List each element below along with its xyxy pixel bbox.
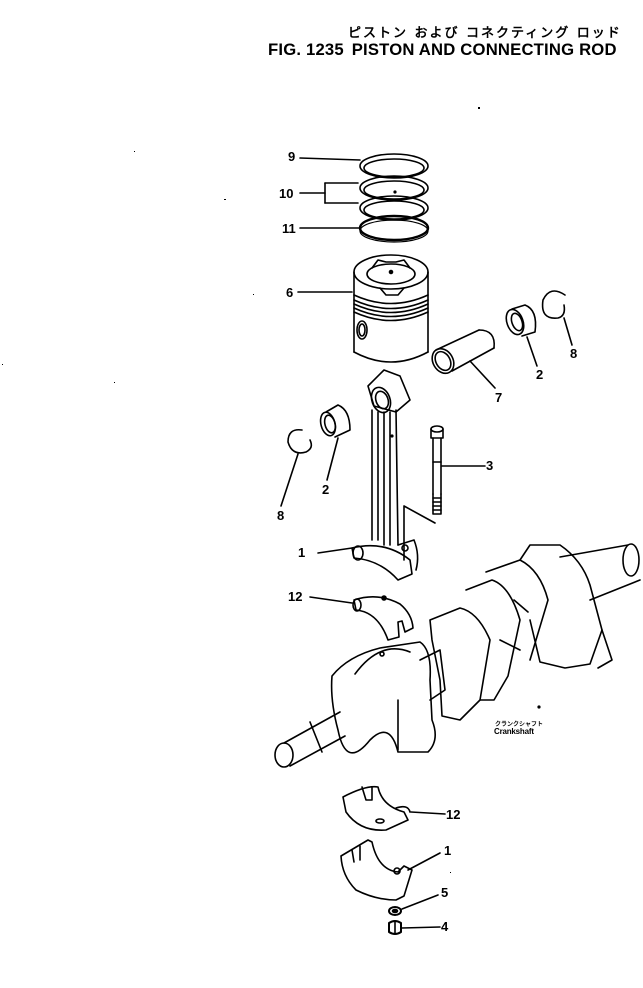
connecting-rod-cap-icon bbox=[340, 839, 413, 901]
nut-icon bbox=[388, 920, 402, 935]
bearing-lower-icon bbox=[342, 785, 411, 831]
figure-number: FIG. 1235 bbox=[268, 40, 344, 59]
callout-12-upper: 12 bbox=[288, 589, 303, 604]
piston-icon bbox=[353, 254, 429, 363]
callout-11: 11 bbox=[282, 221, 296, 236]
callout-5: 5 bbox=[441, 885, 449, 900]
callout-12-lower: 12 bbox=[446, 807, 461, 822]
callout-4: 4 bbox=[441, 919, 449, 934]
bearing-upper-icon bbox=[352, 595, 414, 641]
snap-ring-right-icon bbox=[541, 290, 566, 319]
title-japanese: ピストン および コネクティング ロッド bbox=[348, 26, 622, 41]
crankshaft-label: Crankshaft bbox=[494, 727, 534, 736]
bushing-left-icon bbox=[319, 404, 351, 438]
crankshaft-icon bbox=[274, 543, 641, 768]
bushing-right-icon bbox=[505, 304, 537, 337]
snap-ring-left-icon bbox=[287, 428, 313, 454]
scan-specks bbox=[2, 107, 480, 873]
callout-8-left: 8 bbox=[277, 508, 285, 523]
callout-2-right: 2 bbox=[536, 367, 544, 382]
callout-10: 10 bbox=[279, 186, 294, 201]
callout-2-left: 2 bbox=[322, 482, 330, 497]
washer-icon bbox=[388, 906, 402, 916]
figure-title-text: PISTON AND CONNECTING ROD bbox=[351, 40, 617, 59]
connecting-rod-bolt-icon bbox=[430, 425, 444, 515]
crankshaft-label-japanese: クランクシャフト bbox=[495, 721, 544, 728]
callout-1-cap: 1 bbox=[444, 843, 452, 858]
piston-pin-icon bbox=[431, 329, 496, 375]
piston-rings-icon bbox=[358, 153, 430, 243]
figure-title: FIG. 1235 PISTON AND CONNECTING ROD bbox=[268, 40, 617, 60]
connecting-rod-icon bbox=[351, 369, 419, 581]
callout-8-right: 8 bbox=[570, 346, 578, 361]
callout-9: 9 bbox=[288, 149, 296, 164]
callout-1-rod: 1 bbox=[298, 545, 306, 560]
callout-6: 6 bbox=[286, 285, 294, 300]
callout-3: 3 bbox=[486, 458, 494, 473]
callout-7: 7 bbox=[495, 390, 503, 405]
crank-dot bbox=[537, 705, 541, 709]
